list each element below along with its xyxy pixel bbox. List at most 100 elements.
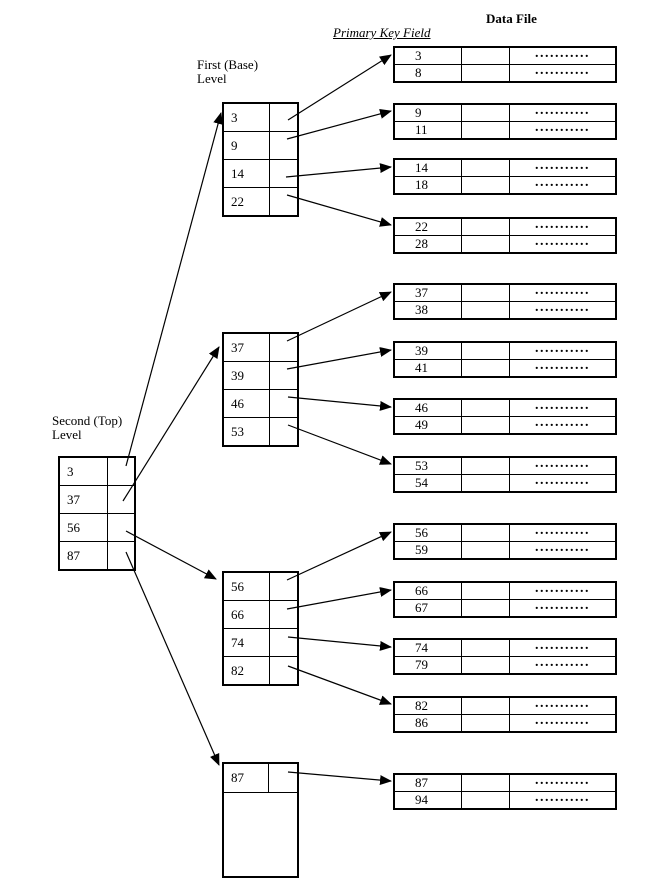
arrow-base74-to-data xyxy=(287,636,392,651)
index-pointer-cell xyxy=(108,514,134,541)
index-row: 37 xyxy=(224,334,297,362)
record-field-cell xyxy=(462,105,510,121)
data-record-row: 37 ........... xyxy=(395,283,615,302)
second-level-label: Second (Top) Level xyxy=(52,413,123,443)
data-record-row: 18 ........... xyxy=(395,175,615,193)
data-record-row: 22 ........... xyxy=(395,217,615,236)
arrow-base14-to-data xyxy=(285,163,392,178)
index-pointer-cell xyxy=(270,418,297,445)
index-key-cell: 66 xyxy=(224,601,270,628)
index-pointer-cell xyxy=(270,132,297,159)
index-key-cell: 22 xyxy=(224,188,270,215)
index-pointer-cell xyxy=(270,601,297,628)
index-key-cell: 39 xyxy=(224,362,270,389)
index-row: 46 xyxy=(224,390,297,418)
arrow-base66-to-data xyxy=(286,587,392,610)
arrow-base53-to-data xyxy=(287,424,392,465)
record-field-cell xyxy=(462,715,510,731)
record-key-cell: 54 xyxy=(395,475,462,491)
index-pointer-cell xyxy=(270,657,297,684)
record-field-cell xyxy=(462,775,510,791)
data-record-row: 46 ........... xyxy=(395,398,615,417)
arrow-top56-to-base3 xyxy=(125,530,217,580)
record-field-cell xyxy=(462,285,510,301)
record-rest-cell: ........... xyxy=(535,158,590,173)
record-field-cell xyxy=(462,122,510,138)
index-pointer-cell xyxy=(108,486,134,513)
index-key-cell: 14 xyxy=(224,160,270,187)
index-pointer-cell xyxy=(270,104,297,131)
record-key-cell: 28 xyxy=(395,236,462,252)
arrow-top87-to-base4 xyxy=(125,551,220,766)
index-pointer-cell xyxy=(270,160,297,187)
index-row: 14 xyxy=(224,160,297,188)
record-key-cell: 41 xyxy=(395,360,462,376)
record-field-cell xyxy=(462,640,510,656)
record-rest-cell: ........... xyxy=(535,283,590,298)
data-record-row: 3 ........... xyxy=(395,46,615,65)
record-rest-cell: ........... xyxy=(535,341,590,356)
first-level-block-2: 37 39 46 53 xyxy=(222,332,299,447)
index-row: 87 xyxy=(60,542,134,569)
arrow-base46-to-data xyxy=(287,396,392,411)
data-record-row: 38 ........... xyxy=(395,300,615,318)
record-rest-cell: ........... xyxy=(535,696,590,711)
data-block-82-86: 82 ........... 86 ........... xyxy=(393,696,617,733)
record-key-cell: 56 xyxy=(395,525,462,541)
data-block-22-28: 22 ........... 28 ........... xyxy=(393,217,617,254)
data-record-row: 82 ........... xyxy=(395,696,615,715)
record-field-cell xyxy=(462,583,510,599)
index-pointer-cell xyxy=(108,542,134,569)
index-key-cell: 37 xyxy=(60,486,108,513)
index-key-cell: 56 xyxy=(224,573,270,600)
record-key-cell: 9 xyxy=(395,105,462,121)
record-key-cell: 3 xyxy=(395,48,462,64)
index-key-cell: 46 xyxy=(224,390,270,417)
index-key-cell: 82 xyxy=(224,657,270,684)
record-rest-cell: ........... xyxy=(535,540,590,555)
index-pointer-cell xyxy=(270,629,297,656)
record-key-cell: 18 xyxy=(395,177,462,193)
record-key-cell: 82 xyxy=(395,698,462,714)
record-rest-cell: ........... xyxy=(535,46,590,61)
record-field-cell xyxy=(462,458,510,474)
record-rest-cell: ........... xyxy=(535,300,590,315)
data-record-row: 86 ........... xyxy=(395,713,615,731)
data-block-46-49: 46 ........... 49 ........... xyxy=(393,398,617,435)
record-field-cell xyxy=(462,177,510,193)
record-key-cell: 22 xyxy=(395,219,462,235)
record-rest-cell: ........... xyxy=(535,473,590,488)
record-key-cell: 59 xyxy=(395,542,462,558)
record-field-cell xyxy=(462,475,510,491)
record-key-cell: 39 xyxy=(395,343,462,359)
record-rest-cell: ........... xyxy=(535,773,590,788)
index-row: 9 xyxy=(224,132,297,160)
index-key-cell: 74 xyxy=(224,629,270,656)
index-key-cell: 9 xyxy=(224,132,270,159)
data-record-row: 79 ........... xyxy=(395,655,615,673)
data-block-14-18: 14 ........... 18 ........... xyxy=(393,158,617,195)
arrow-base39-to-data xyxy=(286,347,392,370)
record-key-cell: 87 xyxy=(395,775,462,791)
arrow-base56-to-data xyxy=(286,531,392,581)
data-record-row: 11 ........... xyxy=(395,120,615,138)
data-record-row: 87 ........... xyxy=(395,773,615,792)
record-rest-cell: ........... xyxy=(535,713,590,728)
index-row: 56 xyxy=(224,573,297,601)
record-rest-cell: ........... xyxy=(535,63,590,78)
record-rest-cell: ........... xyxy=(535,358,590,373)
record-field-cell xyxy=(462,792,510,808)
index-pointer-cell xyxy=(270,573,297,600)
arrow-base9-to-data xyxy=(286,109,392,140)
record-key-cell: 79 xyxy=(395,657,462,673)
record-key-cell: 53 xyxy=(395,458,462,474)
arrow-base87-to-data xyxy=(287,771,392,786)
record-key-cell: 67 xyxy=(395,600,462,616)
record-field-cell xyxy=(462,219,510,235)
record-field-cell xyxy=(462,542,510,558)
record-field-cell xyxy=(462,400,510,416)
data-block-66-67: 66 ........... 67 ........... xyxy=(393,581,617,618)
data-block-3-8: 3 ........... 8 ........... xyxy=(393,46,617,83)
data-record-row: 74 ........... xyxy=(395,638,615,657)
record-key-cell: 86 xyxy=(395,715,462,731)
